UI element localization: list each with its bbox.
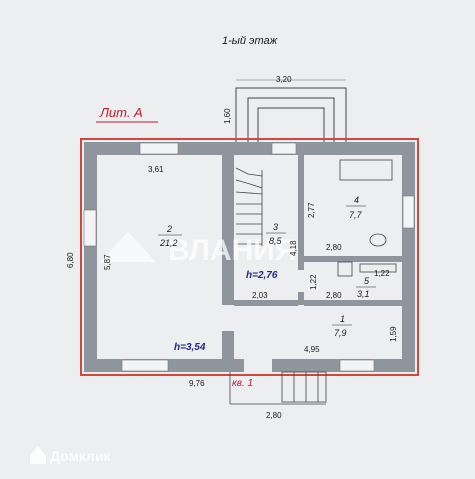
windows (83, 142, 415, 372)
room-1-label: 1 7,9 (332, 314, 352, 338)
room2-ceiling-height: h=3,54 (174, 342, 206, 353)
svg-text:1: 1 (340, 314, 345, 324)
svg-text:3: 3 (273, 222, 278, 232)
room5-width-bottom: 2,80 (326, 291, 342, 300)
svg-text:4: 4 (354, 195, 359, 205)
porch-top-dimension: 3,20 (276, 75, 292, 84)
svg-text:2: 2 (166, 224, 172, 234)
room3-width: 2,03 (252, 291, 268, 300)
brand-logo: Домклик (30, 446, 112, 464)
room-2-label: 2 21,2 (158, 224, 182, 248)
bottom-porch (229, 371, 327, 405)
bottom-porch-width: 2,80 (266, 411, 282, 420)
svg-text:7,7: 7,7 (349, 210, 363, 220)
outer-contour (80, 138, 419, 376)
room5-height: 1,22 (309, 274, 318, 290)
svg-text:21,2: 21,2 (159, 238, 178, 248)
room4-width: 2,80 (326, 243, 342, 252)
watermark-text: ВЛАНИЯ (168, 234, 296, 267)
total-width: 9,76 (189, 379, 205, 388)
room3-ceiling-height: h=2,76 (246, 270, 278, 281)
room-3-label: 3 8,5 (266, 222, 286, 246)
apartment-label: кв. 1 (232, 378, 253, 389)
room4-height: 2,77 (307, 202, 316, 218)
floor-title: 1-ый этаж (222, 35, 278, 47)
room1-height: 1,59 (389, 326, 398, 342)
svg-text:5: 5 (364, 276, 370, 286)
room2-height: 5,87 (103, 254, 112, 270)
house-icon (100, 232, 156, 262)
brand-house-icon (30, 446, 46, 464)
porch-side-dimension: 1,60 (223, 108, 232, 124)
svg-text:8,5: 8,5 (269, 236, 283, 246)
svg-text:7,9: 7,9 (334, 328, 347, 338)
watermark: ВЛАНИЯ (100, 232, 296, 267)
brand-name: Домклик (50, 448, 112, 464)
room5-width-top: 1,22 (374, 269, 390, 278)
svg-text:3,1: 3,1 (357, 289, 370, 299)
doors (222, 270, 304, 373)
sanitary-fixtures (337, 159, 397, 277)
room-4-label: 4 7,7 (346, 195, 366, 220)
staircase (235, 167, 263, 246)
room3-height: 4,18 (289, 240, 298, 256)
room1-width: 4,95 (304, 345, 320, 354)
letter-label: Лит. А (99, 105, 143, 120)
total-height: 6,80 (66, 252, 75, 268)
room2-width: 3,61 (148, 165, 164, 174)
room-5-label: 5 3,1 (356, 276, 376, 299)
